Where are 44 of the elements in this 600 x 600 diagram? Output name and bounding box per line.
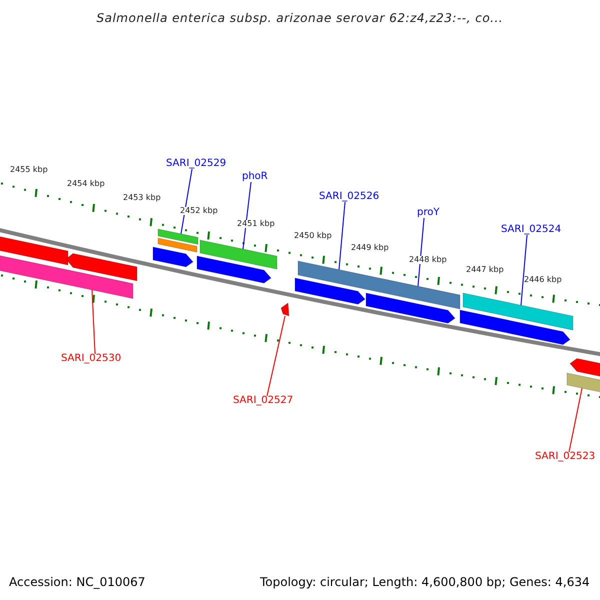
- scale-label: 2448 kbp: [409, 256, 447, 264]
- gene-label: SARI_02526: [319, 192, 380, 202]
- gene-block: [294, 278, 366, 305]
- info-text: Accession: NC_010067: [9, 576, 146, 588]
- leader-line: [338, 202, 346, 270]
- scale-label: 2455 kbp: [10, 166, 48, 174]
- leader-line: [266, 316, 286, 396]
- gene-bar: [200, 240, 278, 270]
- gene-label: SARI_02524: [501, 225, 562, 235]
- gene-block: [570, 358, 600, 378]
- scale-label: 2449 kbp: [351, 244, 389, 252]
- gene-bar: [462, 292, 574, 330]
- scale-label: 2447 kbp: [466, 266, 504, 274]
- leader-line: [520, 234, 528, 306]
- gene-block: [196, 256, 272, 284]
- scale-label: 2450 kbp: [294, 232, 332, 240]
- scale-label: 2451 kbp: [237, 220, 275, 228]
- leader-line: [418, 218, 424, 287]
- gene-label: SARI_02530: [61, 354, 122, 364]
- info-text: Topology: circular; Length: 4,600,800 bp; Genes: 4,634: [260, 576, 590, 588]
- scale-label: 2454 kbp: [67, 180, 105, 188]
- gene-bar: [158, 238, 198, 253]
- gene-bar: [0, 234, 68, 266]
- scale-label: 2452 kbp: [180, 207, 218, 215]
- gene-label: SARI_02523: [535, 452, 596, 462]
- gene-label: phoR: [242, 172, 268, 182]
- gene-bar: [0, 254, 134, 299]
- gene-block: [152, 246, 194, 268]
- title: Salmonella enterica subsp. arizonae serovar 62:z4,z23:--, co...: [96, 12, 504, 24]
- scale-label: 2453 kbp: [123, 194, 161, 202]
- gene-label: SARI_02529: [166, 159, 226, 169]
- gene-block: [460, 310, 570, 345]
- leader-line: [180, 168, 192, 234]
- gene-bar: [158, 228, 198, 245]
- leader-line: [242, 182, 252, 250]
- gene-bar: [566, 372, 600, 394]
- gene-label: SARI_02527: [233, 396, 294, 406]
- leader-line: [92, 290, 96, 354]
- scale-label: 2446 kbp: [524, 276, 562, 284]
- leader-line: [568, 388, 582, 452]
- gene-label: proY: [417, 208, 440, 218]
- gene-block: [366, 292, 456, 324]
- gene-block: [66, 253, 138, 282]
- gene-marker: [280, 302, 290, 316]
